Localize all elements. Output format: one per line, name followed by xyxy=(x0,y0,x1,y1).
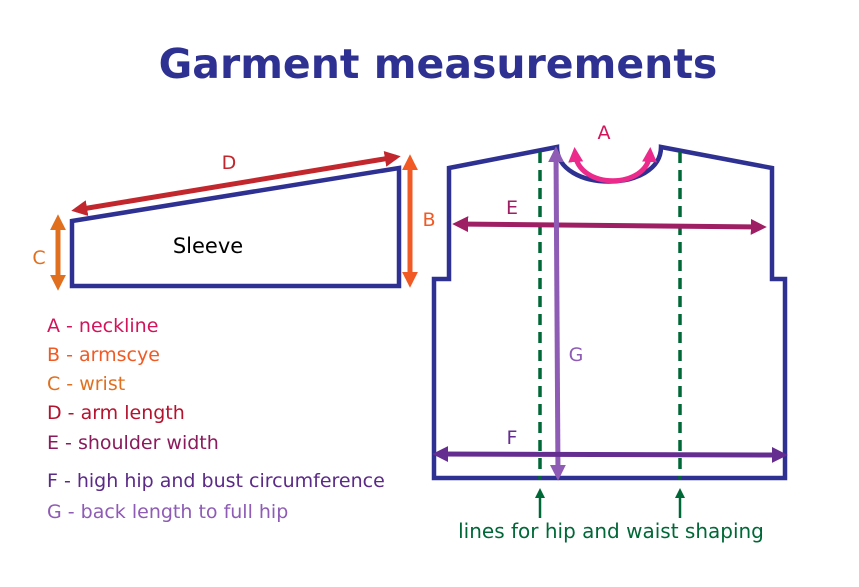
arrow-e-shoulder-width xyxy=(452,216,767,235)
shaping-caption: lines for hip and waist shaping xyxy=(458,519,764,543)
legend-item-e: E - shoulder width xyxy=(47,432,219,454)
legend-item-f: F - high hip and bust circumference xyxy=(47,470,385,492)
body-outline xyxy=(431,144,788,481)
legend-item-b: B - armscye xyxy=(47,344,160,366)
legend-item-d: D - arm length xyxy=(47,402,185,424)
label-c: C xyxy=(32,247,45,269)
arrow-g-back-length xyxy=(548,146,566,481)
arrow-f-circumference xyxy=(432,446,788,463)
legend-item-c: C - wrist xyxy=(47,373,125,395)
label-a: A xyxy=(598,122,611,144)
label-e: E xyxy=(506,197,518,219)
sleeve-label: Sleeve xyxy=(173,234,243,258)
legend: A - neckline B - armscye C - wrist D - a… xyxy=(47,315,385,523)
label-g: G xyxy=(569,344,584,366)
label-d: D xyxy=(222,152,237,174)
label-f: F xyxy=(507,427,518,449)
label-b: B xyxy=(422,209,435,231)
page-title: Garment measurements xyxy=(159,40,718,88)
legend-item-g: G - back length to full hip xyxy=(47,501,288,523)
arrow-a-neckline xyxy=(568,147,657,184)
legend-item-a: A - neckline xyxy=(47,315,158,337)
arrow-d-arm-length xyxy=(71,150,401,217)
